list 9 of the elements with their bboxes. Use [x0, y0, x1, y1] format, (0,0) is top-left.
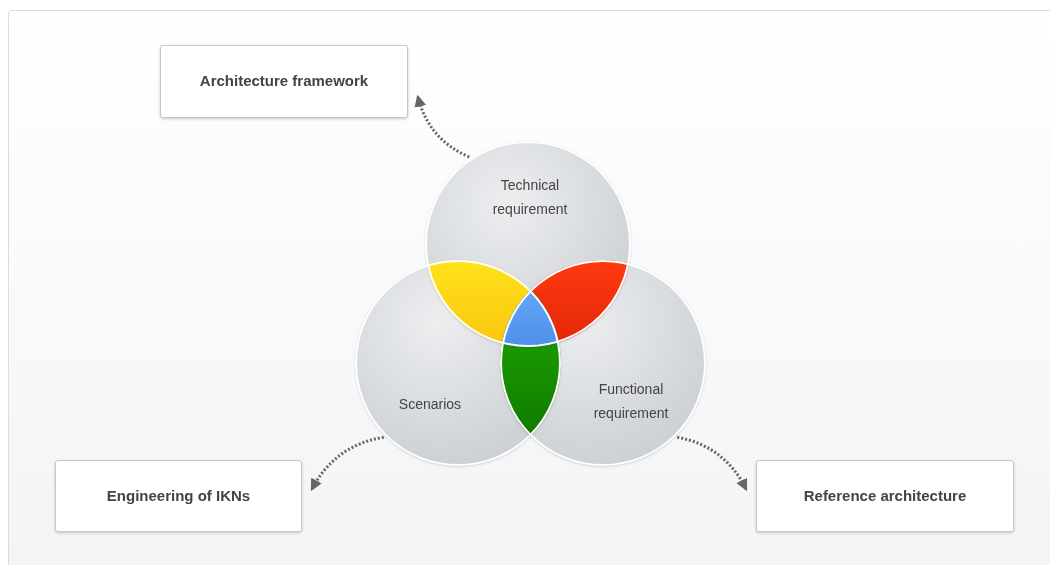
dotted-arrow	[310, 435, 385, 492]
text-box: Architecture framework	[160, 45, 408, 118]
text-box: Engineering of IKNs	[55, 460, 302, 532]
circle-label: Functional requirement	[592, 380, 670, 423]
circle-label: Scenarios	[397, 395, 463, 414]
dotted-arrow	[676, 435, 748, 492]
text-box: Reference architecture	[756, 460, 1014, 532]
dotted-arrow	[414, 94, 470, 159]
circle-label: Technical requirement	[491, 176, 569, 219]
